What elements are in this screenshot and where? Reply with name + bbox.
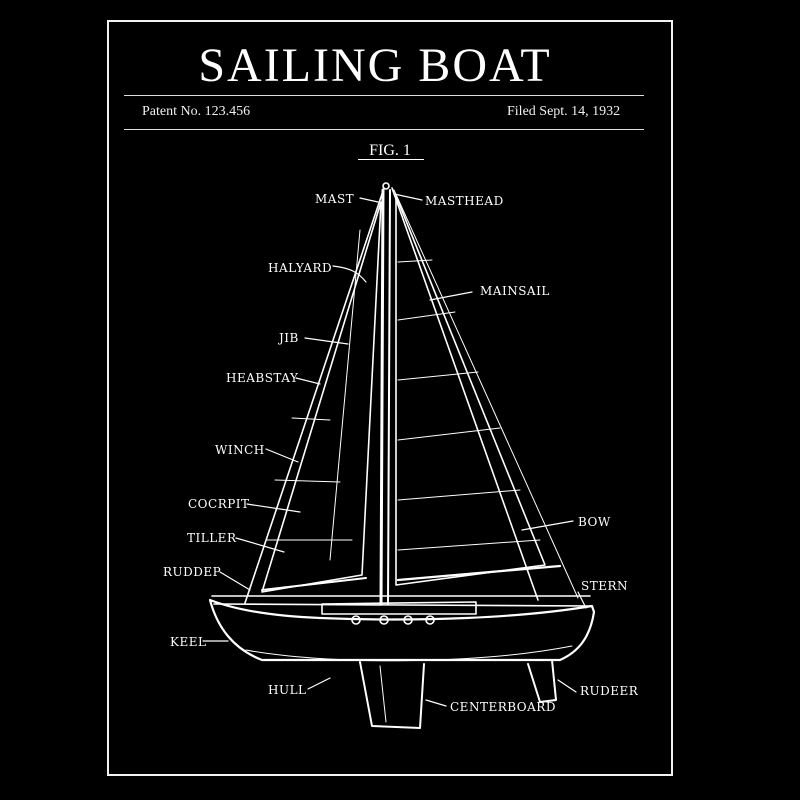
header-rule-bottom <box>124 129 644 130</box>
mainsail-sail <box>395 195 546 586</box>
mast-line-2 <box>387 189 391 605</box>
backstay-line <box>393 189 579 599</box>
label-rudder: RUDDEP <box>163 565 222 579</box>
centerboard-keel <box>359 661 425 729</box>
label-centerboard: CENTERBOARD <box>450 700 556 714</box>
page-title: SAILING BOAT <box>198 39 552 92</box>
hull-waterline <box>245 645 573 662</box>
jib-boom-line <box>261 577 367 591</box>
hull-outline <box>208 598 596 662</box>
headstay-line <box>244 187 385 604</box>
rudder-blade <box>527 659 557 703</box>
shroud-line <box>391 187 539 601</box>
label-tiller: TILLER <box>187 531 237 545</box>
label-stern: STERN <box>581 579 629 593</box>
masthead-cap <box>382 182 390 190</box>
label-keel: KEEL <box>170 635 207 649</box>
label-winch: WINCH <box>215 443 265 457</box>
label-mainsail: MAINSAIL <box>480 284 550 298</box>
label-jib: JIB <box>279 331 299 345</box>
header-rule-top <box>124 95 644 96</box>
boom-line <box>396 564 562 582</box>
label-mast: MAST <box>315 192 355 206</box>
cabin-top <box>321 601 477 615</box>
jib-leech <box>329 229 361 561</box>
figure-label: FIG. 1 <box>369 142 411 159</box>
label-headstay: HEABSTAY <box>226 371 299 385</box>
patent-number: Patent No. 123.456 <box>142 104 251 119</box>
mast-line <box>379 188 385 606</box>
poster-frame <box>107 20 673 776</box>
figure-underline <box>358 159 424 160</box>
label-hull: HULL <box>268 683 307 697</box>
label-cockpit: COCRPIT <box>188 497 250 511</box>
deck-rail-2 <box>213 603 593 607</box>
label-rudder-bottom: RUDEER <box>580 684 639 698</box>
filed-date: Filed Sept. 14, 1932 <box>507 104 621 119</box>
label-masthead: MASTHEAD <box>425 194 504 208</box>
label-bow: BOW <box>578 515 611 529</box>
label-halyard: HALYARD <box>268 261 333 275</box>
